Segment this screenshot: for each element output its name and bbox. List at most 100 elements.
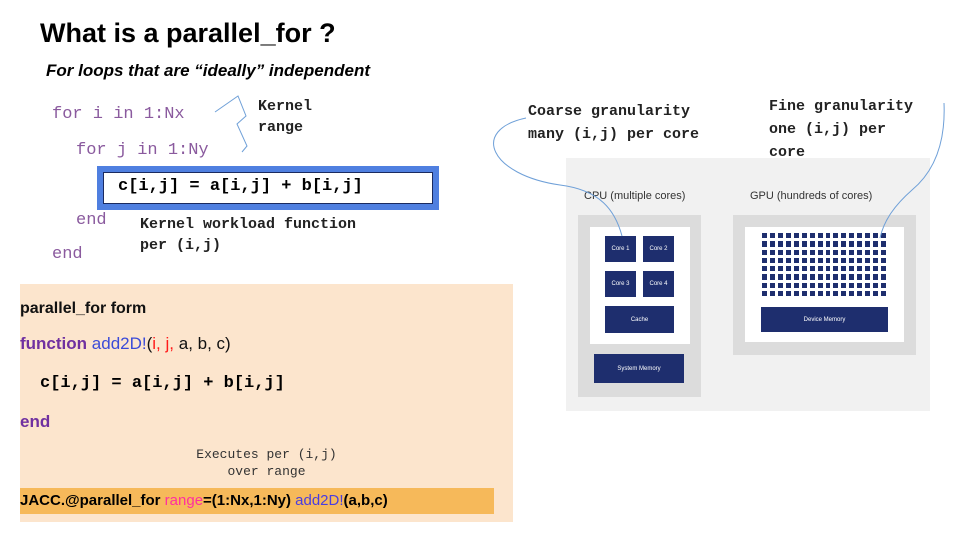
gpu-core <box>809 257 815 263</box>
gpu-core <box>873 233 879 239</box>
gpu-core <box>801 282 807 288</box>
gpu-core <box>857 274 863 280</box>
gpu-core <box>873 257 879 263</box>
gpu-core <box>865 249 871 255</box>
gpu-core <box>777 282 783 288</box>
gpu-core <box>801 249 807 255</box>
gpu-core <box>762 274 767 280</box>
gpu-core <box>857 266 863 272</box>
gpu-core <box>809 233 815 239</box>
parallel-for-call: JACC.@parallel_for range=(1:Nx,1:Ny) add… <box>20 488 494 514</box>
gpu-core <box>865 257 871 263</box>
gpu-core <box>849 249 855 255</box>
gpu-core <box>785 290 791 296</box>
core-3: Core 3 <box>605 271 636 297</box>
paren-open: ( <box>146 334 153 353</box>
index-args: i, j, <box>152 334 175 353</box>
core-4: Core 4 <box>643 271 674 297</box>
gpu-core <box>793 266 799 272</box>
gpu-core <box>849 274 855 280</box>
gpu-core <box>873 249 879 255</box>
gpu-core <box>762 249 767 255</box>
function-name: add2D! <box>91 334 147 353</box>
gpu-core <box>809 274 815 280</box>
kernel-range-label: Kernel range <box>258 98 313 136</box>
gpu-core <box>817 257 823 263</box>
gpu-core <box>825 241 831 247</box>
call-macro: JACC.@parallel_for <box>20 492 165 509</box>
gpu-core <box>793 241 799 247</box>
gpu-core <box>849 257 855 263</box>
gpu-core <box>817 241 823 247</box>
gpu-core <box>857 241 863 247</box>
gpu-core <box>817 249 823 255</box>
gpu-core <box>881 274 886 280</box>
gpu-core <box>801 257 807 263</box>
gpu-core <box>817 233 823 239</box>
gpu-core <box>841 233 847 239</box>
gpu-core <box>801 241 807 247</box>
gpu-core <box>841 249 847 255</box>
gpu-core <box>881 290 886 296</box>
gpu-core <box>809 290 815 296</box>
gpu-core <box>873 290 879 296</box>
gpu-core <box>873 266 879 272</box>
gpu-core <box>817 274 823 280</box>
workload-label: Kernel workload function per (i,j) <box>140 216 357 254</box>
gpu-core <box>849 266 855 272</box>
kernel-statement-box: c[i,j] = a[i,j] + b[i,j] <box>97 166 439 210</box>
gpu-core <box>881 282 886 288</box>
parallel-for-form-panel: parallel_for form function add2D!(i, j, … <box>20 284 513 522</box>
gpu-core <box>769 249 775 255</box>
gpu-core-grid <box>762 233 886 296</box>
gpu-core <box>833 282 839 288</box>
coarse-granularity-label: Coarse granularity many (i,j) per core <box>528 103 700 143</box>
gpu-core <box>785 241 791 247</box>
gpu-core <box>769 282 775 288</box>
kernel-range-bracket <box>214 95 248 153</box>
gpu-core <box>873 241 879 247</box>
gpu-core <box>825 290 831 296</box>
slide-title: What is a parallel_for ? <box>40 18 336 48</box>
fine-granularity-label: Fine granularity one (i,j) per core <box>769 98 914 161</box>
gpu-core <box>777 233 783 239</box>
gpu-core <box>881 241 886 247</box>
gpu-core <box>762 241 767 247</box>
gpu-core <box>841 290 847 296</box>
gpu-core <box>849 290 855 296</box>
gpu-core <box>825 282 831 288</box>
gpu-core <box>793 282 799 288</box>
cpu-cache: Cache <box>605 306 674 333</box>
gpu-core <box>777 257 783 263</box>
gpu-core <box>825 257 831 263</box>
gpu-core <box>833 274 839 280</box>
gpu-core <box>841 282 847 288</box>
gpu-core <box>777 266 783 272</box>
gpu-core <box>857 233 863 239</box>
gpu-core <box>865 274 871 280</box>
gpu-core <box>762 233 767 239</box>
cpu-label: CPU (multiple cores) <box>584 190 686 202</box>
gpu-core <box>865 266 871 272</box>
slide-subtitle: For loops that are “ideally” independent <box>46 61 370 80</box>
gpu-core <box>865 233 871 239</box>
gpu-core <box>881 249 886 255</box>
gpu-core <box>849 241 855 247</box>
outer-loop-line: for i in 1:Nx <box>52 105 185 124</box>
gpu-core <box>793 290 799 296</box>
gpu-core <box>762 282 767 288</box>
gpu-core <box>881 233 886 239</box>
gpu-core <box>841 257 847 263</box>
gpu-core <box>873 274 879 280</box>
gpu-core <box>762 290 767 296</box>
inner-loop-line: for j in 1:Ny <box>76 141 209 160</box>
gpu-core <box>793 274 799 280</box>
gpu-core <box>785 274 791 280</box>
core-2: Core 2 <box>643 236 674 262</box>
gpu-core <box>785 249 791 255</box>
gpu-core <box>873 282 879 288</box>
gpu-core <box>817 282 823 288</box>
call-function-name: add2D! <box>295 492 344 509</box>
gpu-core <box>833 233 839 239</box>
